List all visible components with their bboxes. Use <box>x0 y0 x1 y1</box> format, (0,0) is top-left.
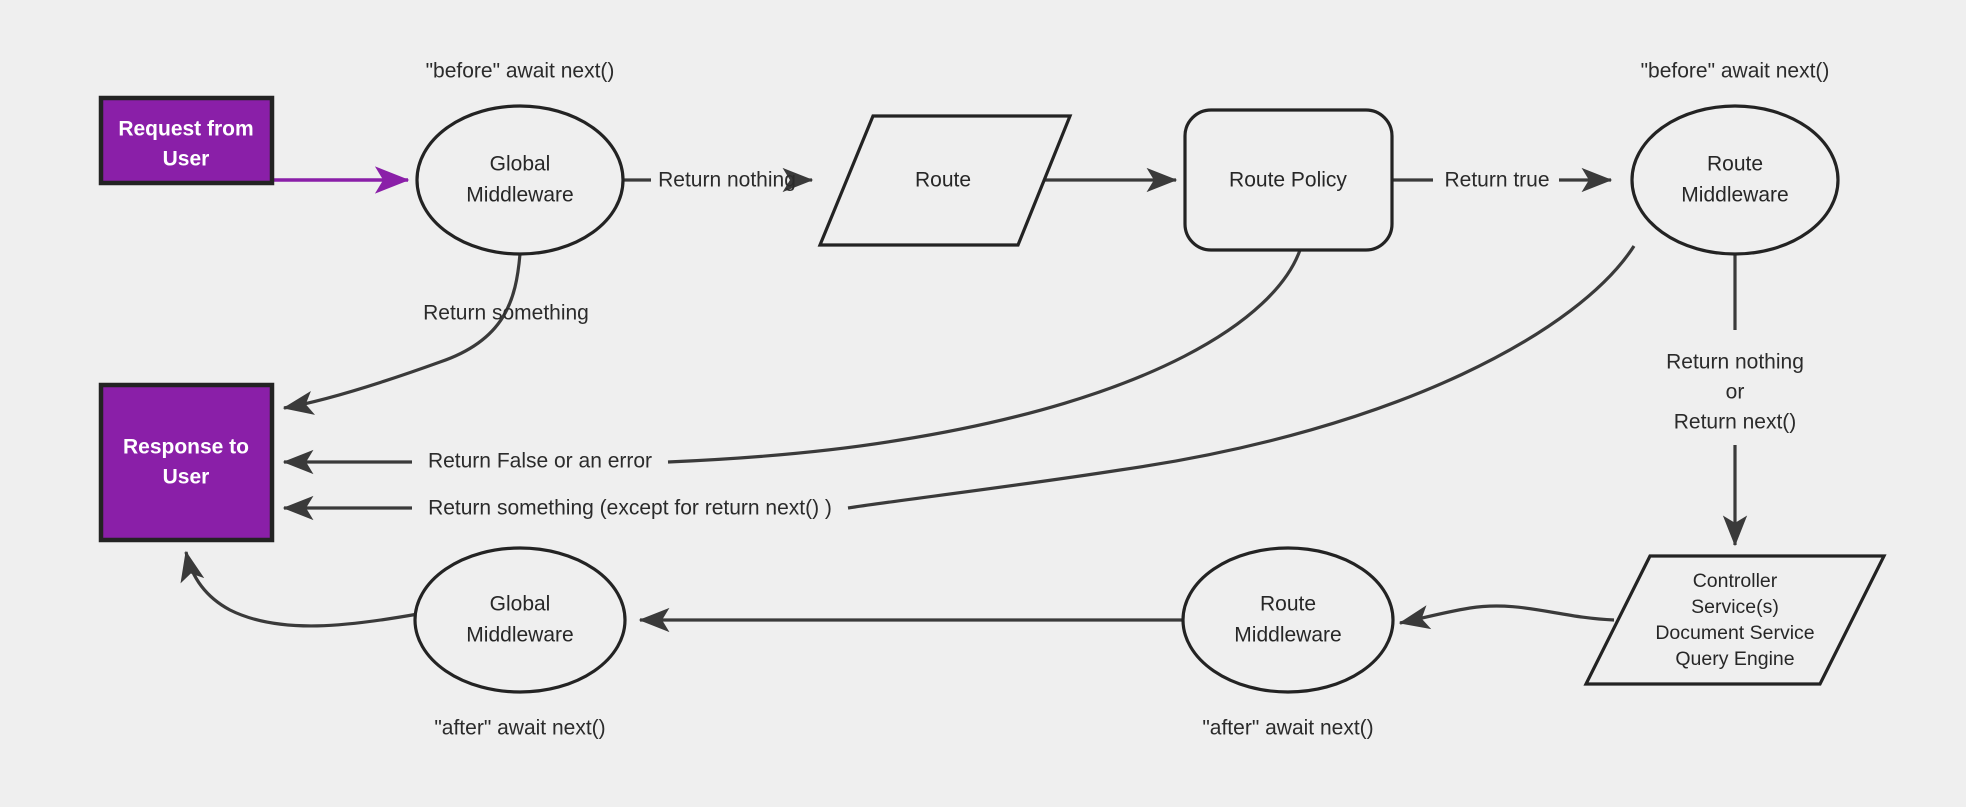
controller-stack-label-line2: Service(s) <box>1691 596 1779 618</box>
global-middleware-before-label-line1: Global <box>490 153 551 176</box>
edge-label-return-false-or-error: Return False or an error <box>428 450 652 473</box>
edge-label-route-mw-down-line2: or <box>1726 381 1745 404</box>
global-middleware-after-label-line1: Global <box>490 593 551 616</box>
node-response-to-user[interactable]: Response to User <box>98 382 275 543</box>
edge-label-return-something-except-next: Return something (except for return next… <box>428 497 832 520</box>
route-parallelogram <box>817 114 1073 247</box>
edge-global-middleware-after-to-response <box>180 550 419 628</box>
node-route[interactable]: Route <box>817 114 1073 247</box>
annotation-after-route-middleware: "after" await next() <box>1202 717 1373 740</box>
edge-label-return-true: Return true <box>1444 169 1549 192</box>
route-policy-label: Route Policy <box>1229 169 1347 192</box>
edge-label-return-nothing: Return nothing <box>658 169 796 192</box>
global-middleware-before-ellipse <box>415 104 625 256</box>
response-to-user-label-line2: User <box>163 466 210 489</box>
global-middleware-after-label-line2: Middleware <box>466 624 573 647</box>
request-from-user-box <box>98 95 275 186</box>
node-controller-stack[interactable]: Controller Service(s) Document Service Q… <box>1583 554 1887 686</box>
route-middleware-after-ellipse <box>1181 546 1395 694</box>
edge-global-middleware-return-something <box>282 253 522 415</box>
node-route-middleware-before[interactable]: Route Middleware <box>1630 104 1840 256</box>
route-policy-box <box>1183 108 1394 252</box>
response-to-user-box <box>98 382 275 543</box>
route-middleware-after-label-line1: Route <box>1260 593 1316 616</box>
edge-label-route-mw-down-line3: Return next() <box>1674 411 1797 434</box>
controller-stack-label-line1: Controller <box>1693 570 1778 592</box>
route-middleware-before-ellipse <box>1630 104 1840 256</box>
node-route-policy[interactable]: Route Policy <box>1183 108 1394 252</box>
edge-controller-to-route-middleware-after <box>1398 604 1615 630</box>
controller-stack-label-line4: Query Engine <box>1675 648 1794 670</box>
edge-route-policy-return-false-curve <box>667 249 1302 464</box>
node-request-from-user[interactable]: Request from User <box>98 95 275 186</box>
edge-label-route-mw-down-line1: Return nothing <box>1666 351 1804 374</box>
edge-label-return-something: Return something <box>423 302 589 325</box>
global-middleware-before-label-line2: Middleware <box>466 184 573 207</box>
request-from-user-label-line2: User <box>163 148 210 171</box>
controller-stack-label-line3: Document Service <box>1655 622 1814 644</box>
node-global-middleware-after[interactable]: Global Middleware <box>413 546 627 694</box>
controller-stack-parallelogram <box>1583 554 1887 686</box>
node-global-middleware-before[interactable]: Global Middleware <box>415 104 625 256</box>
route-label: Route <box>915 169 971 192</box>
route-middleware-before-label-line2: Middleware <box>1681 184 1788 207</box>
annotation-after-global-middleware: "after" await next() <box>434 717 605 740</box>
annotation-before-global-middleware: "before" await next() <box>426 60 615 83</box>
annotation-before-route-middleware: "before" await next() <box>1641 60 1830 83</box>
request-from-user-label-line1: Request from <box>118 118 253 141</box>
edge-route-middleware-return-something-curve <box>847 245 1636 510</box>
response-to-user-label-line1: Response to <box>123 436 249 459</box>
node-route-middleware-after[interactable]: Route Middleware <box>1181 546 1395 694</box>
route-middleware-before-label-line1: Route <box>1707 153 1763 176</box>
route-middleware-after-label-line2: Middleware <box>1234 624 1341 647</box>
global-middleware-after-ellipse <box>413 546 627 694</box>
